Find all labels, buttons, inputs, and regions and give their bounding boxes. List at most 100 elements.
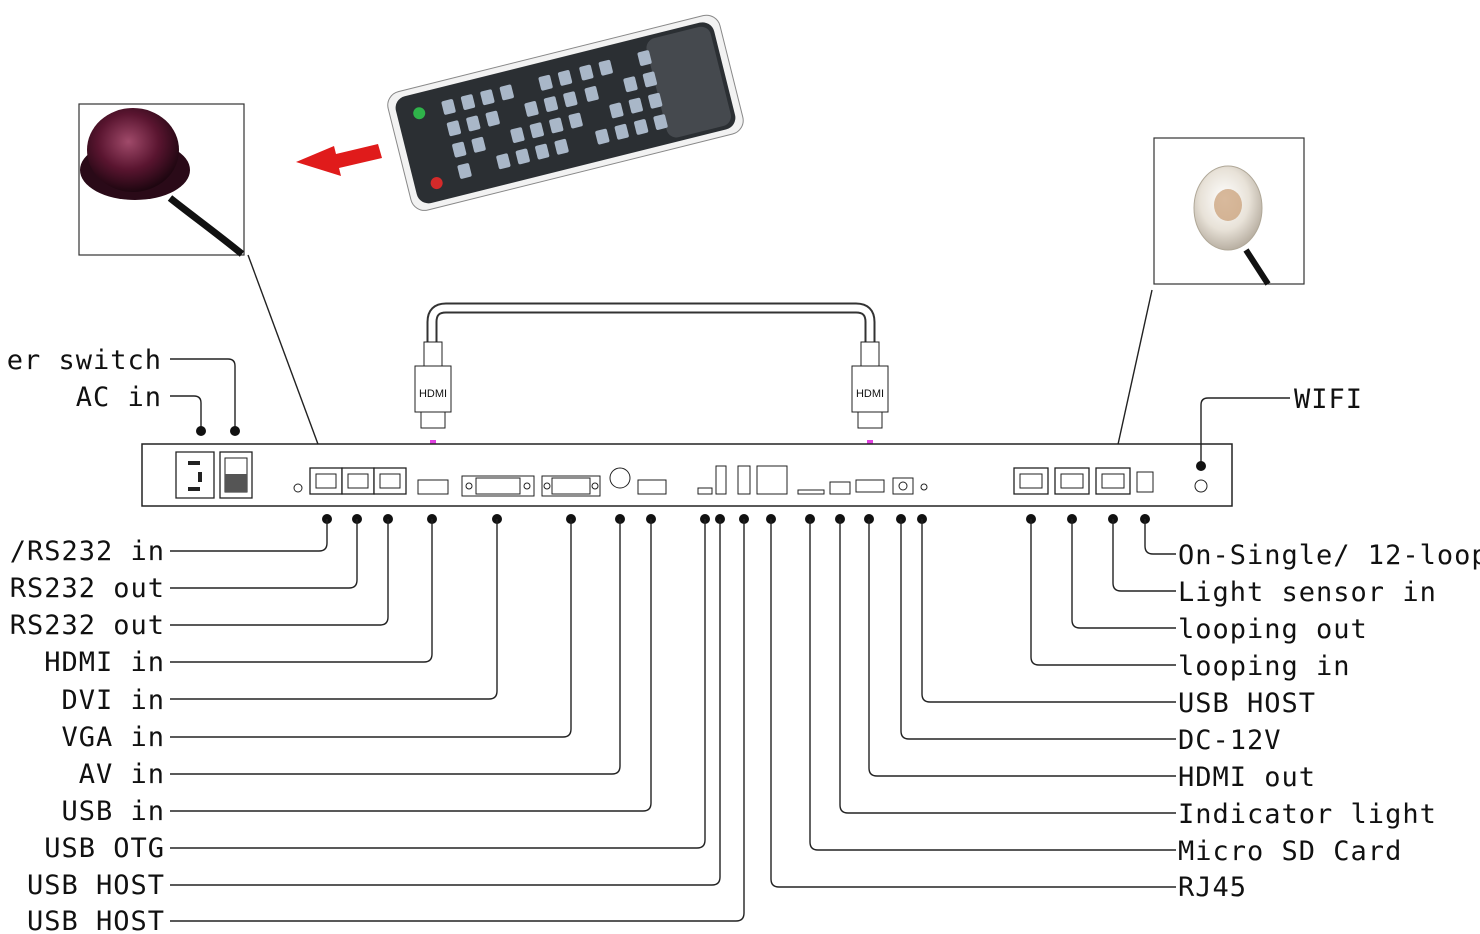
remote-key-icon (598, 59, 613, 76)
label-usb-host-1: USB HOST (27, 870, 165, 901)
vga-port-icon (541, 475, 601, 497)
leader-right-2 (1071, 519, 1176, 629)
leader-wifi (1200, 397, 1290, 466)
label-rs232-out-1: RS232 out (10, 573, 165, 604)
looping-ports-icon (1013, 467, 1131, 495)
remote-key-icon (515, 148, 530, 165)
dip-switch-icon (1136, 471, 1154, 493)
ir-receiver-leader (247, 254, 323, 456)
leader-right-5 (900, 519, 1176, 740)
leader-right-6 (868, 519, 1176, 777)
remote-key-icon (642, 71, 658, 88)
hdmi-plug-left-label: HDMI (419, 388, 447, 400)
label-usb-host-r: USB HOST (1178, 688, 1316, 719)
label-wifi: WIFI (1294, 384, 1363, 415)
rs232-ports-icon (309, 467, 407, 495)
leader-right-3 (1030, 519, 1176, 666)
ir-receiver-photo (78, 103, 245, 257)
label-ac-in: AC in (76, 382, 162, 413)
label-usb-host-2: USB HOST (27, 906, 165, 934)
remote-key-icon (549, 117, 564, 134)
remote-key-icon (584, 86, 599, 102)
leader-left-1 (170, 519, 358, 589)
remote-key-icon (466, 115, 481, 132)
label-vga-in: VGA in (61, 722, 165, 753)
usb-in-port-icon (637, 479, 667, 495)
remote-key-icon (628, 97, 643, 114)
label-rs232-in: /RS232 in (10, 536, 165, 567)
leader-left-2 (170, 519, 389, 626)
light-sensor-leader (1114, 289, 1153, 459)
remote-key-icon (634, 119, 649, 135)
remote-key-icon (485, 110, 500, 127)
dot-wifi (1196, 461, 1206, 471)
wifi-antenna-icon (1194, 479, 1208, 493)
leader-power-switch (170, 358, 236, 431)
remote-key-icon (535, 143, 550, 160)
power-switch-icon (219, 451, 253, 499)
screw-hole-icon (293, 483, 303, 493)
leader-right-9 (770, 519, 1176, 888)
remote-key-icon (623, 76, 638, 93)
label-rj45: RJ45 (1178, 872, 1247, 903)
left-labels: er switch AC in /RS232 in RS232 out RS23… (7, 345, 165, 934)
leader-left-6 (170, 519, 621, 775)
dot-ac-in (196, 426, 206, 436)
label-power-switch: er switch (7, 345, 162, 376)
leader-left-5 (170, 519, 572, 738)
remote-key-icon (614, 123, 629, 140)
red-arrow-icon (296, 144, 382, 176)
remote-key-icon (653, 114, 668, 130)
usb-otg-port-icon (697, 487, 713, 495)
right-labels: WIFI On-Single/ 12-loop Light sensor in … (1178, 384, 1480, 903)
label-looping-out: looping out (1178, 614, 1368, 645)
remote-key-icon (452, 141, 467, 158)
leader-right-7 (839, 519, 1176, 814)
rj45-port-icon (756, 465, 788, 495)
remote-key-icon (510, 127, 525, 143)
label-av-in: AV in (79, 759, 165, 790)
leader-right-4 (921, 519, 1176, 703)
hdmi-plug-right-label: HDMI (856, 388, 884, 400)
hdmi-plug-right: HDMI (851, 341, 889, 429)
leader-left-7 (170, 519, 652, 812)
leader-right-8 (809, 519, 1176, 851)
remote-key-icon (529, 122, 544, 139)
remote-key-icon (441, 99, 456, 115)
remote-key-icon (499, 84, 514, 101)
leader-left-9 (170, 519, 721, 886)
remote-key-icon (471, 136, 486, 153)
leader-right-1 (1112, 519, 1176, 592)
label-hdmi-in: HDMI in (44, 647, 165, 678)
leader-left-3 (170, 519, 433, 663)
remote-key-icon (554, 138, 569, 155)
remote-key-icon (496, 153, 511, 170)
label-dc-12v: DC-12V (1178, 725, 1282, 756)
label-looping-in: looping in (1178, 651, 1351, 682)
label-dvi-in: DVI in (61, 685, 165, 716)
remote-key-icon (538, 74, 553, 91)
indicator-light-icon (829, 481, 851, 495)
leader-ac-in (170, 395, 202, 431)
label-light-sensor-in: Light sensor in (1178, 577, 1437, 608)
av-port-icon (609, 467, 631, 489)
remote-key-icon (457, 163, 472, 179)
remote-key-icon (480, 89, 495, 106)
remote-control (387, 14, 744, 211)
ac-inlet-icon (175, 451, 215, 499)
usb-host-port-1-icon (715, 465, 727, 495)
hdmi-in-port-icon (417, 479, 449, 495)
label-on-single-loop: On-Single/ 12-loop (1178, 540, 1480, 571)
label-usb-in: USB in (61, 796, 165, 827)
label-rs232-out-2: RS232 out (10, 610, 165, 641)
leader-left-4 (170, 519, 498, 700)
hdmi-plug-left: HDMI (414, 341, 452, 429)
remote-key-icon (637, 50, 652, 66)
dc-12v-port-icon (892, 477, 914, 495)
hdmi-out-port-icon (855, 479, 885, 493)
remote-key-icon (563, 91, 578, 108)
leader-left-8 (170, 519, 706, 849)
usb-host-port-2-icon (737, 465, 751, 495)
remote-key-icon (595, 128, 610, 145)
